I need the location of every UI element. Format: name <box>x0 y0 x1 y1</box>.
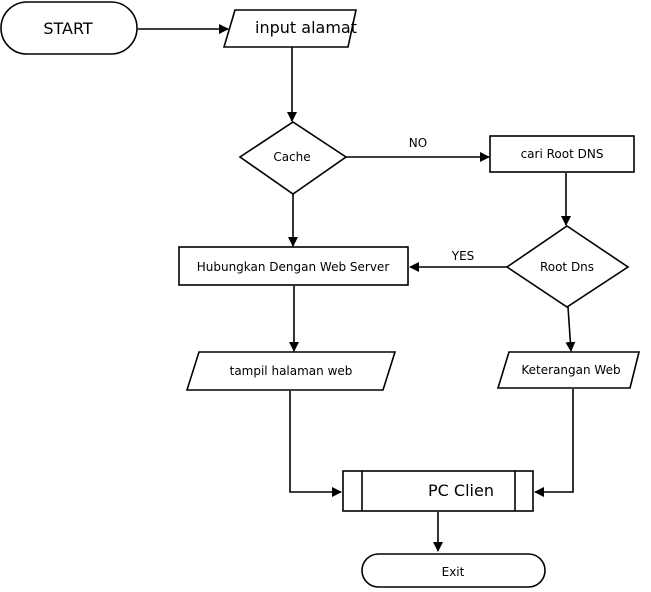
start-label: START <box>43 19 93 38</box>
cari-root-dns-node: cari Root DNS <box>489 135 635 173</box>
cari-root-dns-label: cari Root DNS <box>521 147 604 161</box>
input-alamat-node: input alamat <box>222 9 357 48</box>
edge-keterangan-to-pc-clien <box>534 389 574 497</box>
exit-terminator: Exit <box>361 553 546 588</box>
input-alamat-label: input alamat <box>255 18 357 37</box>
root-dns-label: Root Dns <box>540 260 594 274</box>
cache-label: Cache <box>273 150 310 164</box>
tampil-halaman-label: tampil halaman web <box>230 364 353 378</box>
exit-label: Exit <box>442 565 465 579</box>
cache-decision: Cache <box>238 121 348 195</box>
connectors <box>138 24 576 552</box>
edge-tampil-to-pc-clien <box>289 391 342 497</box>
edge-label-yes: YES <box>451 249 475 263</box>
tampil-halaman-node: tampil halaman web <box>185 351 397 391</box>
root-dns-decision: Root Dns <box>505 225 630 308</box>
keterangan-web-node: Keterangan Web <box>496 351 641 389</box>
keterangan-web-label: Keterangan Web <box>521 363 620 377</box>
edge-label-no: NO <box>409 136 427 150</box>
start-terminator: START <box>0 1 138 55</box>
pc-clien-node: PC Clien <box>342 470 534 512</box>
pc-clien-label: PC Clien <box>428 481 494 500</box>
hubungkan-node: Hubungkan Dengan Web Server <box>178 246 409 286</box>
hubungkan-label: Hubungkan Dengan Web Server <box>197 260 390 274</box>
edge-root-dns-to-keterangan <box>565 306 576 352</box>
